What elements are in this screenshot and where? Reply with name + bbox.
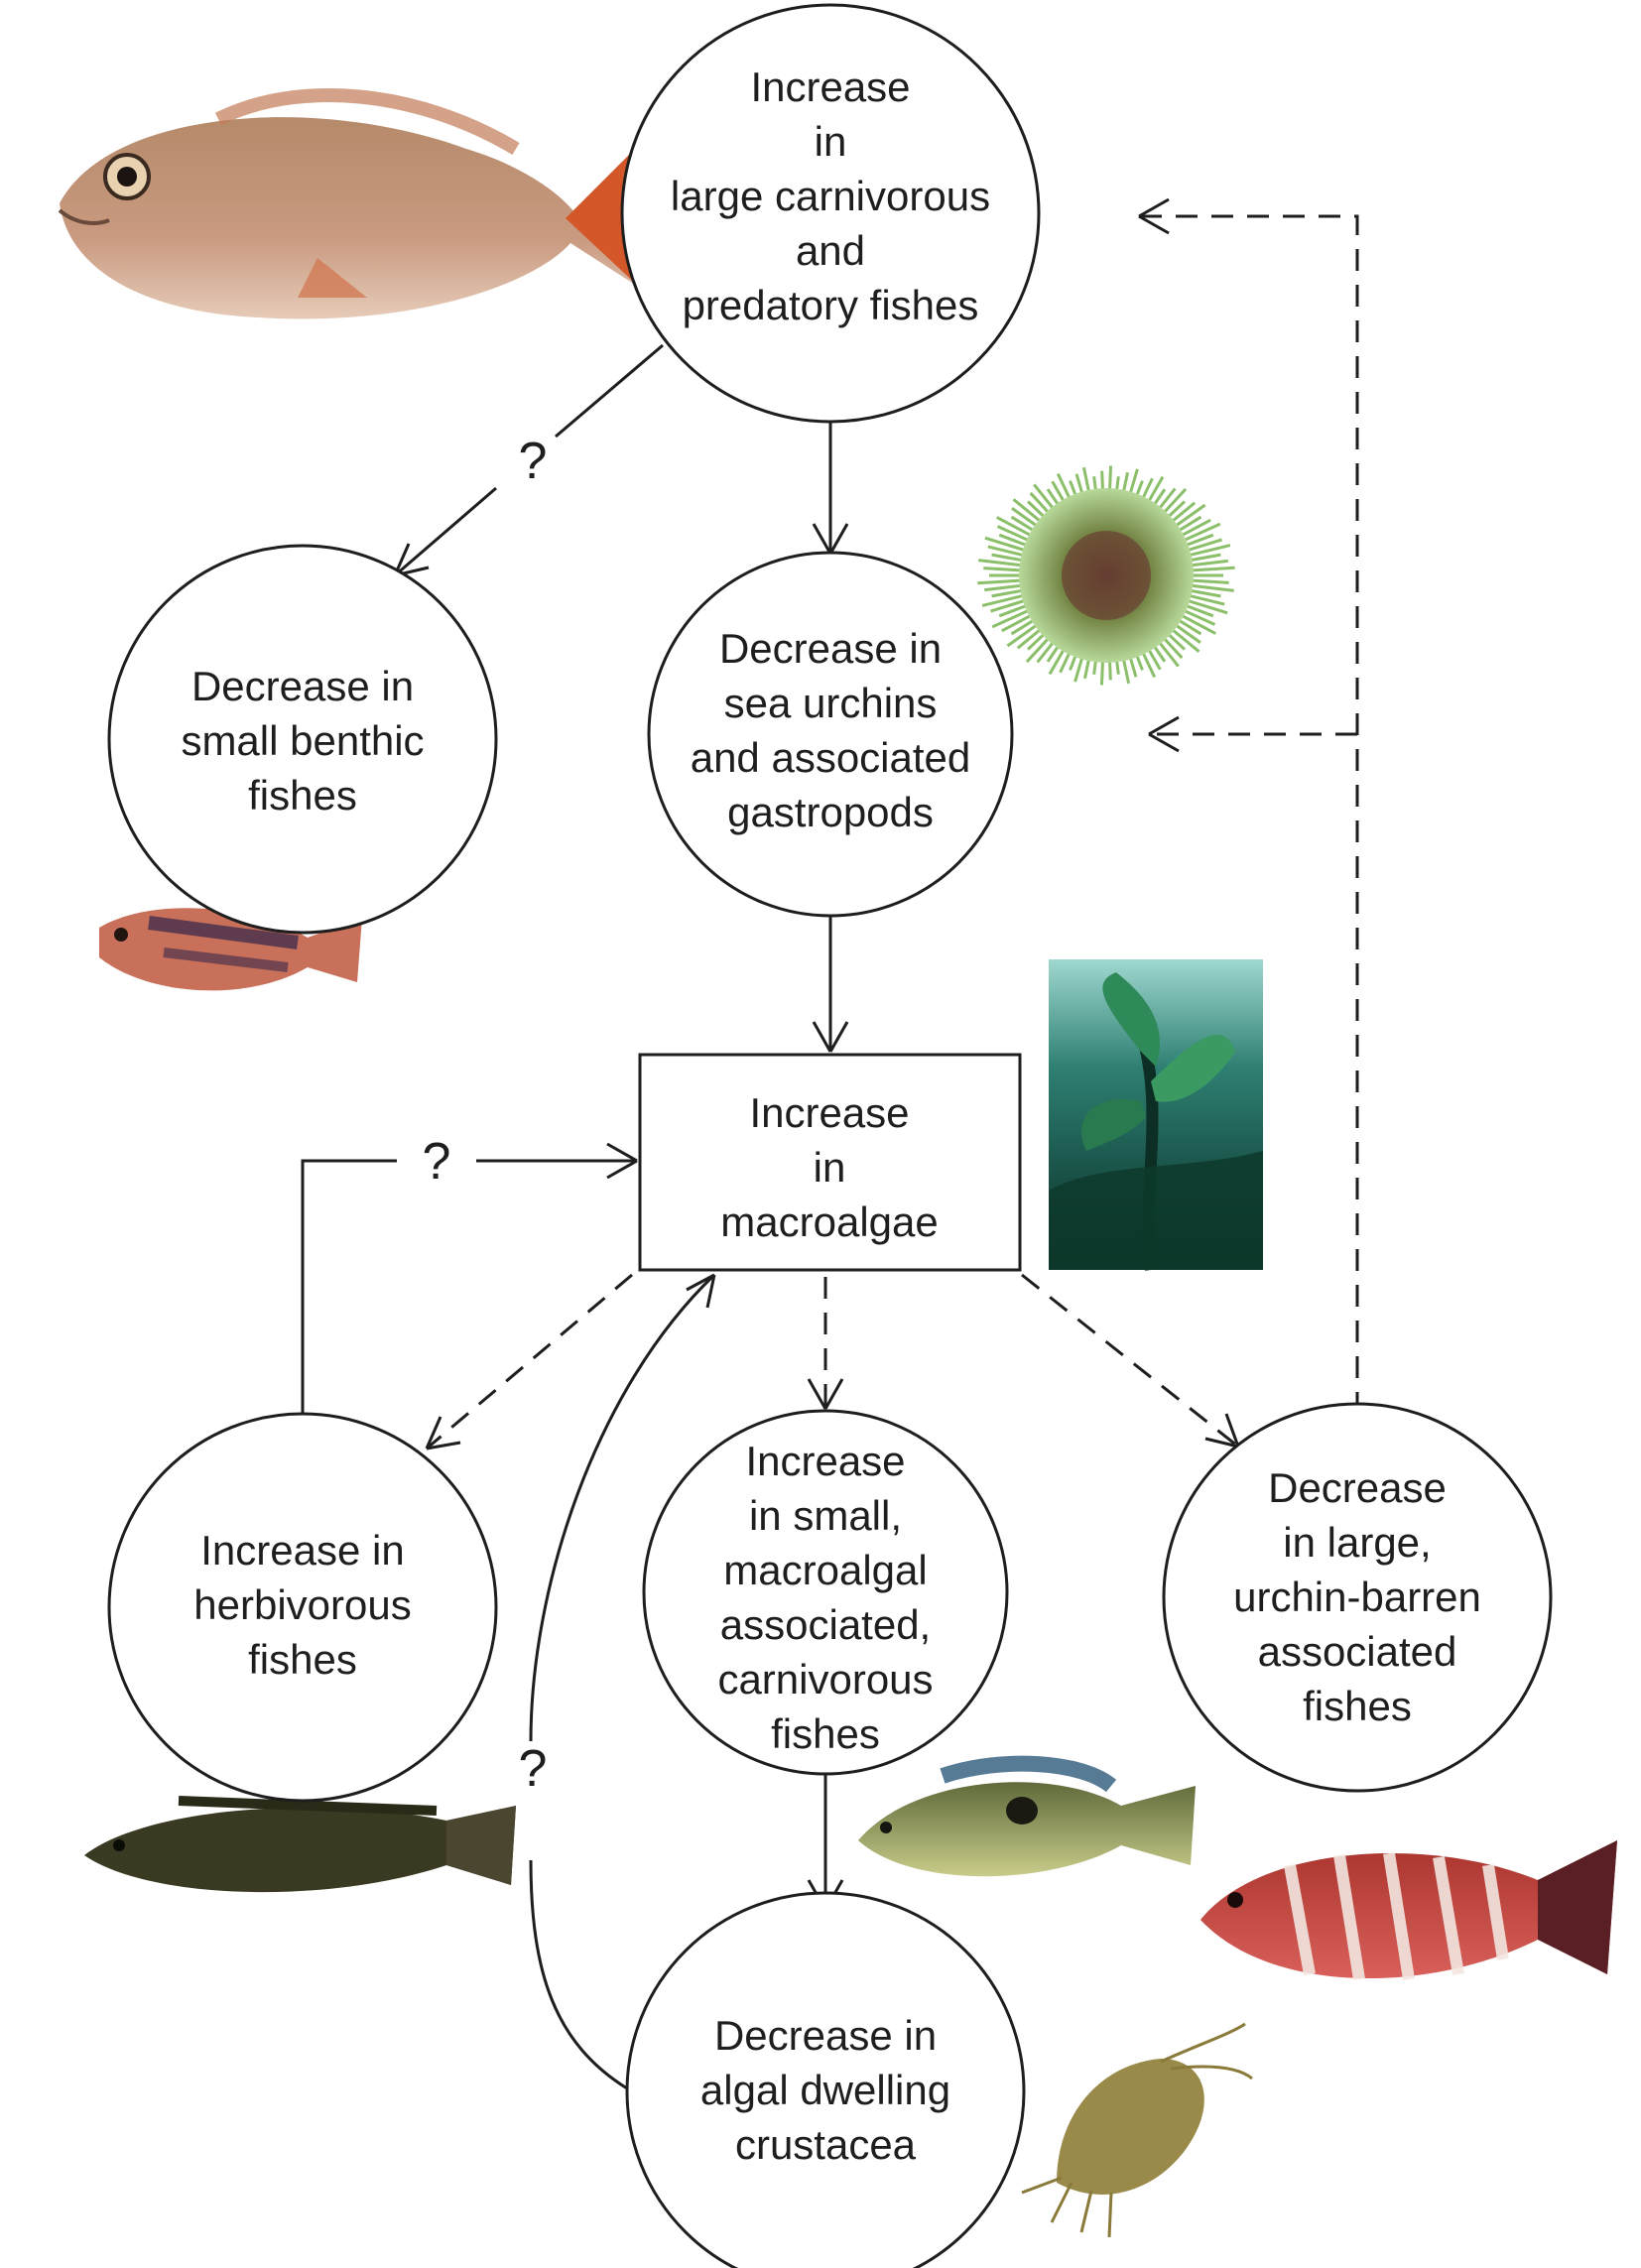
- sea-urchin-photo: [977, 466, 1234, 686]
- node-predators: Increase in large carnivorous and predat…: [622, 5, 1039, 422]
- node-barren-fishes: Decrease in large, urchin-barren associa…: [1164, 1404, 1551, 1791]
- question-mark-herbivores: ?: [423, 1133, 451, 1191]
- node-predators-line-5: predatory fishes: [683, 282, 979, 328]
- node-crustacea: Decrease in algal dwelling crustacea: [627, 1893, 1024, 2268]
- kelp-forest-photo: [1049, 959, 1263, 1270]
- node-small-carnivores: Increase in small, macroalgal associated…: [644, 1411, 1007, 1774]
- arrow-herbivores-to-macroalgae: [303, 1161, 637, 1414]
- node-herbivores: Increase in herbivorous fishes: [109, 1414, 496, 1801]
- question-mark-crustacea: ?: [519, 1740, 548, 1798]
- node-urchins-line-1: Decrease in: [719, 625, 942, 672]
- node-small-carnivores-line-3: macroalgal: [723, 1547, 927, 1593]
- node-macroalgae-line-2: in: [814, 1144, 846, 1191]
- node-predators-line-4: and: [796, 227, 865, 274]
- node-small-carnivores-line-4: associated,: [720, 1601, 931, 1648]
- node-small-carnivores-line-6: fishes: [771, 1710, 880, 1757]
- node-herbivores-line-3: fishes: [248, 1636, 357, 1683]
- node-barren-fishes-line-3: urchin-barren: [1233, 1574, 1481, 1620]
- node-barren-fishes-line-2: in large,: [1283, 1519, 1431, 1566]
- red-moki-fish-photo: [1200, 1840, 1617, 1979]
- node-macroalgae: Increase in macroalgae: [640, 1055, 1020, 1270]
- node-benthic-line-2: small benthic: [181, 717, 424, 764]
- node-herbivores-line-1: Increase in: [200, 1527, 404, 1574]
- butterfish-photo: [84, 1801, 516, 1892]
- arrow-macroalgae-to-barren-fishes: [1022, 1275, 1238, 1447]
- node-benthic: Decrease in small benthic fishes: [109, 546, 496, 933]
- node-crustacea-line-2: algal dwelling: [700, 2067, 950, 2113]
- node-urchins: Decrease in sea urchins and associated g…: [649, 553, 1012, 916]
- node-barren-fishes-line-4: associated: [1258, 1628, 1457, 1675]
- node-crustacea-line-3: crustacea: [735, 2121, 917, 2168]
- node-urchins-line-4: gastropods: [727, 789, 934, 835]
- node-small-carnivores-line-2: in small,: [749, 1492, 902, 1539]
- spotty-wrasse-photo: [858, 1764, 1196, 1877]
- node-barren-fishes-line-5: fishes: [1303, 1683, 1412, 1729]
- node-herbivores-line-2: herbivorous: [193, 1581, 411, 1628]
- node-macroalgae-line-1: Increase: [749, 1089, 909, 1136]
- node-predators-line-3: large carnivorous: [671, 173, 990, 219]
- node-barren-fishes-line-1: Decrease: [1268, 1464, 1447, 1511]
- question-mark-benthic: ?: [519, 433, 548, 490]
- node-benthic-line-3: fishes: [248, 772, 357, 819]
- node-predators-line-1: Increase: [750, 63, 910, 110]
- snapper-fish-photo: [60, 95, 640, 318]
- node-small-carnivores-line-5: carnivorous: [717, 1656, 933, 1702]
- node-macroalgae-line-3: macroalgae: [720, 1198, 938, 1245]
- node-benthic-line-1: Decrease in: [191, 663, 414, 709]
- node-predators-line-2: in: [815, 118, 847, 165]
- node-urchins-line-2: sea urchins: [724, 680, 938, 726]
- arrow-macroalgae-to-herbivores: [427, 1275, 632, 1449]
- node-crustacea-line-1: Decrease in: [714, 2012, 937, 2059]
- node-small-carnivores-line-1: Increase: [745, 1438, 905, 1484]
- amphipod-crustacean-photo: [1022, 2024, 1252, 2237]
- node-urchins-line-3: and associated: [691, 734, 971, 781]
